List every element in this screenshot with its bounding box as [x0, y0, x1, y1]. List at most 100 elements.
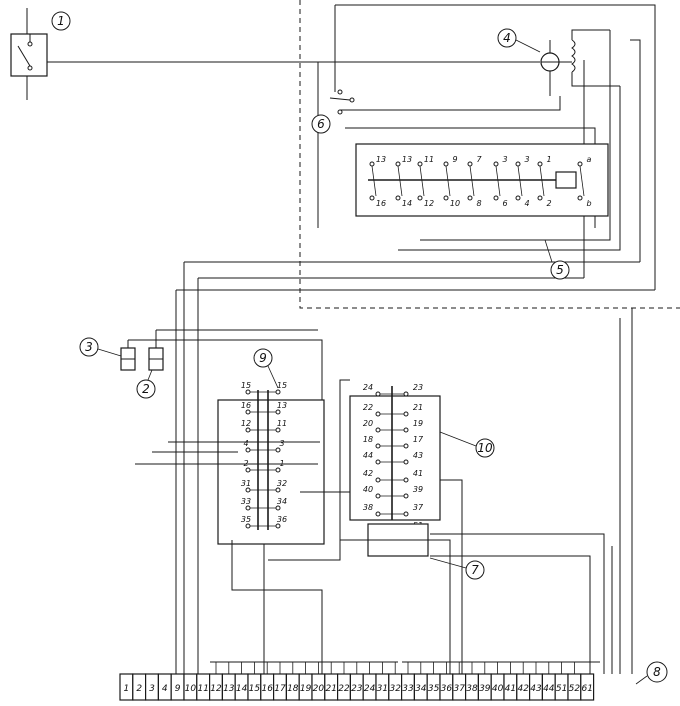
callout-8: 8 — [653, 665, 661, 679]
callout-9: 9 — [259, 351, 267, 365]
terminal-label: 36 — [441, 684, 453, 694]
switch5-bottom-label: 16 — [376, 199, 386, 208]
contact-bridge — [419, 165, 425, 197]
contact-point — [443, 195, 449, 201]
terminal-label: 3 — [149, 684, 155, 694]
contact-point — [275, 505, 281, 511]
terminal-label: 9 — [175, 684, 181, 694]
terminal-label: 11 — [197, 684, 208, 694]
contact-point — [395, 195, 401, 201]
callout-6: 6 — [317, 117, 325, 131]
contact-point — [375, 493, 381, 499]
contact-point — [245, 409, 251, 415]
terminal-label: 51 — [556, 684, 567, 694]
contact-point — [537, 161, 543, 167]
relay9-right-label: 15 — [277, 381, 287, 390]
fuses-2-3: 3 2 — [79, 329, 323, 464]
terminal-label: 23 — [351, 684, 363, 694]
terminal-label: 24 — [364, 684, 376, 694]
relay9-right-label: 34 — [277, 497, 287, 506]
terminal-label: 44 — [543, 684, 555, 694]
callout-7: 7 — [471, 563, 479, 577]
relay9-left-label: 33 — [241, 497, 251, 506]
contact-point — [245, 487, 251, 493]
switch5-bottom-label: 6 — [502, 199, 507, 208]
switch5-bottom-label: b — [586, 199, 591, 208]
terminal-label: 18 — [287, 684, 299, 694]
switch5-bottom-label: 8 — [476, 199, 481, 208]
contact-point — [375, 427, 381, 433]
contact-bridge — [445, 165, 451, 197]
contact-point — [245, 523, 251, 529]
contact-bridge — [371, 165, 377, 197]
contact-point — [403, 411, 409, 417]
terminal-label: 38 — [466, 684, 478, 694]
motor-4: 4 — [497, 28, 620, 96]
terminal-label: 10 — [185, 684, 197, 694]
terminal-label: 12 — [210, 684, 222, 694]
terminal-label: 32 — [389, 684, 401, 694]
switch5-bottom-label: 2 — [546, 199, 551, 208]
relay9-right-label: 36 — [277, 515, 287, 524]
relay10-left-label: 22 — [363, 403, 373, 412]
contact-bridge — [397, 165, 403, 197]
switch5-bottom-label: 14 — [402, 199, 412, 208]
relay10-left-label: 42 — [363, 469, 373, 478]
terminal-label: 37 — [453, 684, 465, 694]
relay9-right-label: 32 — [277, 479, 287, 488]
contact-point — [403, 391, 409, 397]
contact-point — [275, 523, 281, 529]
relay9-left-label: 35 — [241, 515, 251, 524]
terminal-label: 19 — [300, 684, 312, 694]
relay9-left-label: 12 — [241, 419, 251, 428]
relay10-left-label: 44 — [363, 451, 373, 460]
contact-point — [275, 389, 281, 395]
relay10-right-label: 19 — [413, 419, 423, 428]
contact-point — [577, 195, 583, 201]
relay9-left-label: 4 — [243, 439, 248, 448]
contact-point — [537, 195, 543, 201]
terminal-label: 17 — [274, 684, 286, 694]
switch5-bottom-label: 4 — [524, 199, 529, 208]
contact-point — [275, 427, 281, 433]
terminal-cell — [580, 673, 595, 701]
selector-6: 6 — [311, 89, 355, 134]
switch5-top-label: 1 — [546, 155, 551, 164]
terminal-label: 16 — [261, 684, 273, 694]
relay10-left-label: 24 — [363, 383, 373, 392]
contact-point — [245, 467, 251, 473]
contact-point — [515, 195, 521, 201]
relay-10: 242322212019181744434241403938375152 10 … — [349, 383, 495, 580]
switch5-top-label: 11 — [424, 155, 434, 164]
contact-point — [417, 195, 423, 201]
contact-point — [375, 411, 381, 417]
contact-point — [403, 427, 409, 433]
relay10-right-label: 37 — [413, 503, 424, 512]
relay9-left-label: 31 — [241, 479, 251, 488]
terminal-label: 21 — [325, 684, 336, 694]
contact-point — [403, 477, 409, 483]
contact-point — [275, 487, 281, 493]
switch5-top-label: 13 — [402, 155, 412, 164]
terminal-label: 31 — [377, 684, 388, 694]
contact-bridge — [539, 165, 545, 197]
contact-point — [245, 505, 251, 511]
switch5-top-label: 7 — [476, 155, 482, 164]
relay10-right-label: 43 — [413, 451, 423, 460]
terminal-label: 13 — [223, 684, 235, 694]
relay10-right-label: 39 — [413, 485, 423, 494]
relay10-right-label: 21 — [413, 403, 423, 412]
contact-point — [493, 161, 499, 167]
contact-bridge — [579, 165, 585, 197]
contact-bridge — [495, 165, 501, 197]
callout-5: 5 — [556, 263, 564, 277]
switch5-top-label: 9 — [452, 155, 457, 164]
contact-bridge — [469, 165, 475, 197]
contact-bridge — [517, 165, 523, 197]
contact-point — [375, 443, 381, 449]
callout-4: 4 — [503, 31, 511, 45]
contact-point — [417, 161, 423, 167]
